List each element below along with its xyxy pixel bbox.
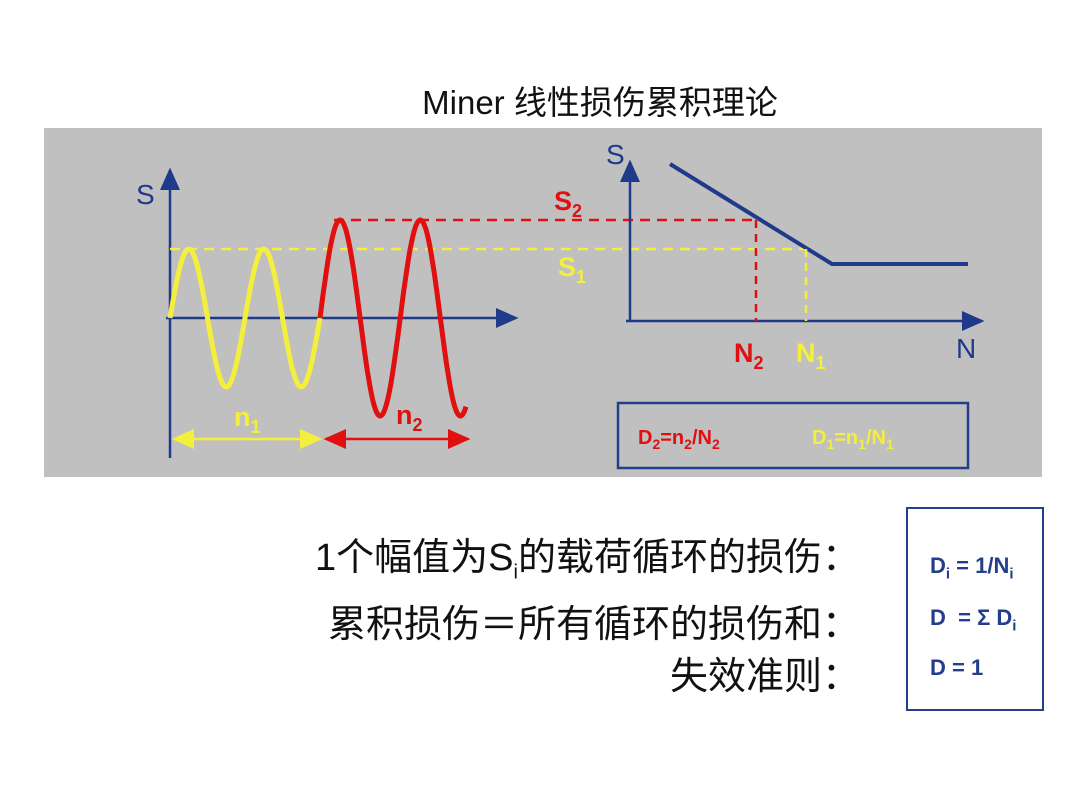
n2-label: n2 (396, 400, 423, 435)
sn-curve (668, 162, 968, 266)
s1-label: S1 (558, 252, 586, 287)
n1-label: n1 (234, 402, 261, 437)
rule-single-cycle: 1个幅值为Si的载荷循环的损伤： (315, 537, 860, 584)
yellow-wave-s1 (167, 246, 323, 390)
N1-label: N1 (796, 338, 826, 373)
damage-d1: D1=n1/N1 (812, 427, 894, 452)
s2-label: S2 (554, 186, 582, 221)
rule-failure: 失效准则： (669, 655, 860, 698)
damage-d2: D2=n2/N2 (638, 427, 720, 452)
left-y-axis-label: S (136, 179, 155, 210)
red-wave-s2 (317, 217, 469, 419)
page-title: Miner 线性损伤累积理论 (422, 84, 778, 121)
damage-box (616, 401, 970, 470)
formula-single: Di = 1/Ni (930, 553, 1014, 583)
formula-failure: D = 1 (930, 655, 984, 680)
panel-background (44, 128, 1042, 477)
rule-cumulative: 累积损伤＝所有循环的损伤和： (327, 603, 860, 646)
formula-sum: D = Σ Di (930, 605, 1017, 635)
miner-diagram: S n1 n2 S N S2 S1 (44, 128, 1042, 477)
damage-rules: 1个幅值为Si的载荷循环的损伤： 累积损伤＝所有循环的损伤和： 失效准则： (315, 532, 860, 703)
right-y-axis-label: S (606, 139, 625, 170)
formula-box: Di = 1/Ni D = Σ Di D = 1 (906, 507, 1044, 711)
N2-label: N2 (734, 338, 764, 373)
right-x-axis-label: N (956, 333, 976, 364)
diagram-panel: S n1 n2 S N S2 S1 (44, 128, 1042, 477)
